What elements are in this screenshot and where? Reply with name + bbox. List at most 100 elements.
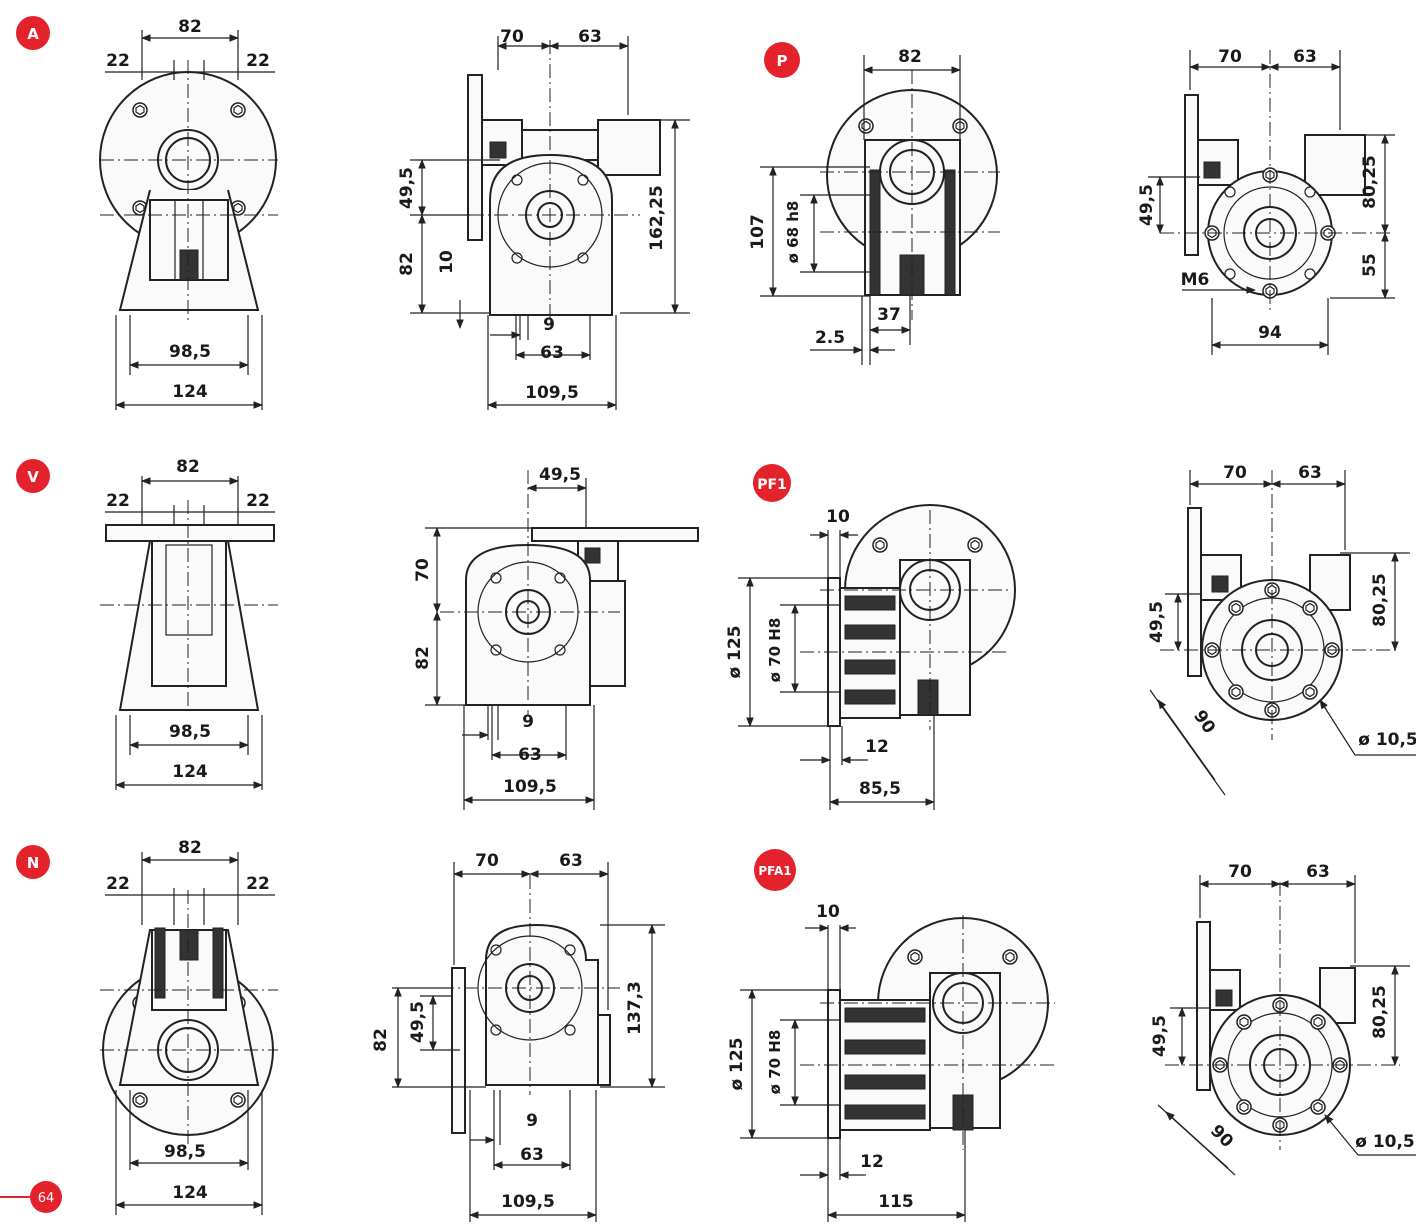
dim-p-off: 2.5 [815,328,845,348]
dim-n-right: 22 [246,874,270,894]
dim-n-left: 22 [106,874,130,894]
dim-pfa12-hole: ø 10,5 [1355,1132,1415,1152]
dim-a2-w1: 70 [500,27,524,47]
dim-pfa12-w1: 70 [1228,862,1252,882]
badge-v-circle [16,459,50,493]
dim-pfa1-t: 10 [816,902,840,922]
dim-pf1-s: 12 [865,737,889,757]
dim-n2-tall: 137,3 [625,981,645,1035]
dim-a-left: 22 [106,51,130,71]
dim-pf12-pcd: 90 [1189,707,1219,738]
dim-a2-b2: 63 [540,343,564,363]
dim-pf12-w1: 70 [1223,463,1247,483]
dim-v2-b1: 9 [522,712,534,732]
badge-n: N [16,845,50,879]
dim-pf12-h1: 49,5 [1147,601,1167,643]
view-pfa1-front: 10 ø 125 ø 70 H8 12 115 [727,902,1055,1222]
dim-v2-b3: 109,5 [503,777,557,797]
view-pf1-front: 10 ø 125 ø 70 H8 12 85,5 [725,504,1016,810]
dim-a-right: 22 [246,51,270,71]
badge-v: V [16,459,50,493]
dim-n2-b1: 9 [526,1111,538,1131]
dim-n-outer: 124 [172,1183,208,1203]
dim-p2-bottom: 94 [1258,323,1282,343]
badge-p-circle [764,42,800,78]
dim-v-left: 22 [106,491,130,511]
dim-n2-h1: 82 [371,1028,391,1052]
page-number-circle [30,1181,62,1213]
dim-pfa12-pcd: 90 [1206,1121,1237,1152]
view-v-side: 49,5 70 82 9 63 109,5 [413,465,699,810]
page-number-tab: 64 [0,1181,62,1213]
dim-pfa1-d2: ø 70 H8 [766,1030,784,1095]
dim-a2-w2: 63 [578,27,602,47]
view-a-side: 70 63 49,5 82 10 162,25 9 63 109,5 [397,27,690,410]
badge-n-circle [16,845,50,879]
dim-pfa1-s: 12 [860,1152,884,1172]
dim-v2-h1: 70 [413,558,433,582]
dim-p2-thread: M6 [1181,270,1210,290]
badge-n-label: N [27,854,40,872]
view-pfa1-side: 70 63 49,5 80,25 90 ø 10,5 [1150,862,1416,1176]
dim-v2-w1: 49,5 [539,465,581,485]
view-n-front: 82 22 22 98,5 124 [100,838,278,1215]
dim-n2-b2: 63 [520,1145,544,1165]
view-pf1-side: 70 63 49,5 80,25 90 ø 10,5 [1147,463,1416,796]
dim-p-h: 107 [748,214,768,250]
dim-v2-b2: 63 [518,745,542,765]
dim-v-top: 82 [176,457,200,477]
dim-p2-h1: 49,5 [1137,184,1157,226]
badge-a: A [16,16,50,50]
dim-n2-h2: 49,5 [408,1001,428,1043]
dim-n2-b3: 109,5 [501,1192,555,1212]
dim-a2-b3: 109,5 [525,383,579,403]
dim-pfa1-d1: ø 125 [727,1037,747,1090]
badge-a-label: A [27,25,39,43]
dim-a2-b1: 9 [543,315,555,335]
dim-v-right: 22 [246,491,270,511]
dim-p2-w1: 70 [1218,47,1242,67]
view-v-front: 82 22 22 98,5 124 [100,457,278,790]
badge-pfa1: PFA1 [754,849,796,891]
dim-pf1-d1: ø 125 [725,625,745,678]
dim-a2-h1: 49,5 [397,167,417,209]
view-p-side: 70 63 49,5 80,25 55 M6 94 [1137,47,1395,355]
page-number: 64 [38,1191,55,1206]
badge-v-label: V [27,468,39,486]
dim-pfa12-r1: 80,25 [1370,985,1390,1039]
dim-pf12-r1: 80,25 [1370,573,1390,627]
view-a-front: 82 22 22 98,5 124 [99,17,278,410]
dim-pf12-hole: ø 10,5 [1358,730,1416,750]
dim-v2-h2: 82 [413,646,433,670]
dim-p-w: 37 [877,305,901,325]
dim-a-inner: 98,5 [169,342,211,362]
badge-pf1: PF1 [753,464,791,502]
badge-pfa1-circle [754,849,796,891]
dim-pfa12-h1: 49,5 [1150,1015,1170,1057]
badge-a-circle [16,16,50,50]
dim-p-top: 82 [898,47,922,67]
dim-n-inner: 98,5 [164,1142,206,1162]
dim-v-inner: 98,5 [169,722,211,742]
dim-n2-w1: 70 [475,851,499,871]
dim-p2-r1: 80,25 [1360,155,1380,209]
badge-p-label: P [777,52,788,70]
dim-pfa1-len: 115 [878,1192,914,1212]
dim-a-top: 82 [178,17,202,37]
badge-pfa1-label: PFA1 [758,864,791,878]
dim-v-outer: 124 [172,762,208,782]
badge-pf1-label: PF1 [757,477,787,493]
dim-pf1-t: 10 [826,507,850,527]
dim-n-top: 82 [178,838,202,858]
dim-p-bore: ø 68 h8 [784,201,802,264]
dim-p2-w2: 63 [1293,47,1317,67]
dim-n2-w2: 63 [559,851,583,871]
dim-a2-tall: 162,25 [647,185,667,251]
badge-p: P [764,42,800,78]
dim-a2-h3: 10 [437,250,457,274]
dim-pf1-d2: ø 70 H8 [766,618,784,683]
dim-pf12-w2: 63 [1298,463,1322,483]
dim-pfa12-w2: 63 [1306,862,1330,882]
dim-pf1-len: 85,5 [859,779,901,799]
